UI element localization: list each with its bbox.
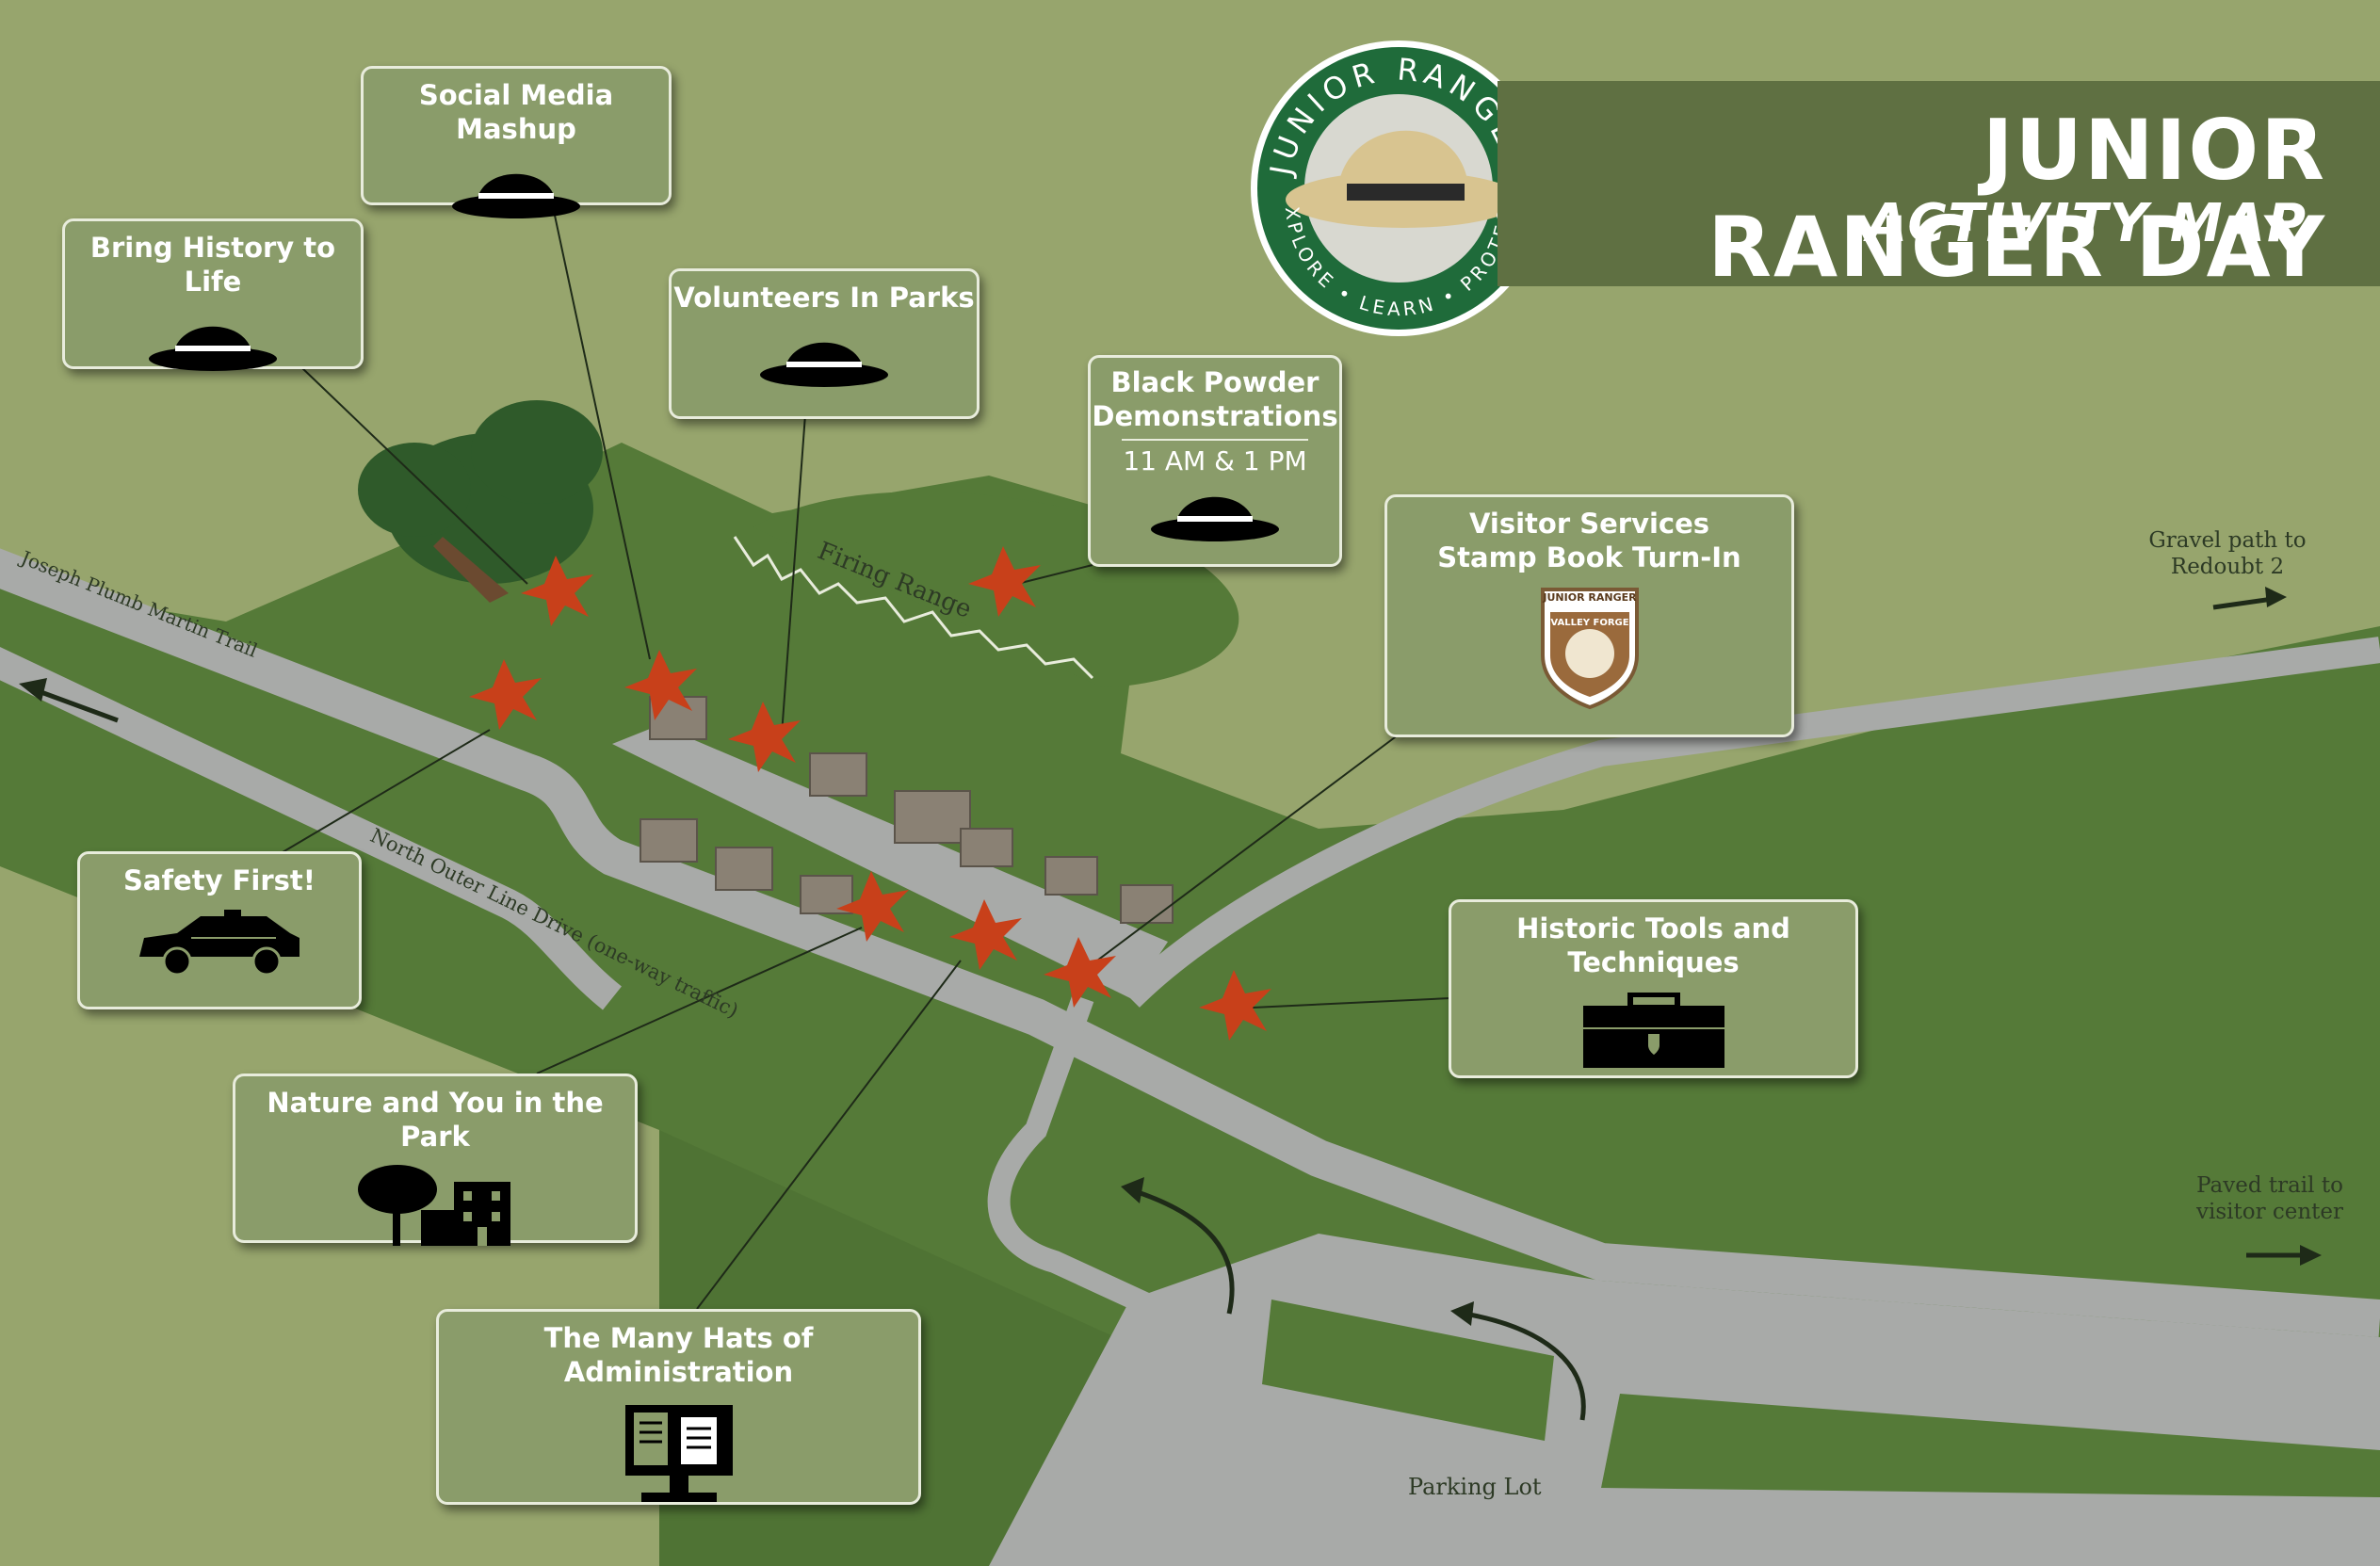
direction-arrows: [19, 587, 2322, 1421]
star-marker: [1199, 970, 1271, 1041]
demonstration-times: 11 AM & 1 PM: [1123, 445, 1307, 476]
tree-and-house-icon: [358, 1165, 510, 1246]
card-visitor-services: Visitor Services Stamp Book Turn-In JUNI…: [1384, 494, 1794, 737]
hut-street: [612, 725, 1168, 998]
junior-ranger-badge-icon: JUNIOR RANGER VALLEY FORGE: [1540, 588, 1639, 710]
leader-lines: [282, 197, 1451, 1310]
card-bring-history-to-life: Bring History to Life: [62, 218, 364, 371]
title-band: [1498, 81, 2380, 286]
ranger-hat-icon: [760, 342, 888, 387]
card-historic-tools: Historic Tools and Techniques: [1449, 899, 1858, 1078]
toolbox-icon: [1582, 993, 1724, 1068]
card-many-hats-administration: The Many Hats of Administration: [436, 1309, 921, 1505]
ranger-hat-icon: [452, 173, 580, 218]
badge-mid-text: VALLEY FORGE: [1550, 618, 1628, 628]
star-marker: [836, 871, 909, 942]
loop-road: [987, 993, 1183, 1329]
star-marker: [624, 650, 697, 720]
tree-icon: [358, 400, 603, 603]
star-marker: [521, 556, 593, 626]
card-volunteers-in-parks: Volunteers In Parks: [669, 268, 980, 419]
parking-label: Parking Lot: [1408, 1474, 1542, 1500]
computer-monitor-icon: [624, 1405, 733, 1502]
ranger-hat-icon: [1286, 130, 1521, 228]
left-arrow-head: [19, 678, 47, 702]
card-nature-and-you: Nature and You in the Park: [233, 1074, 638, 1246]
gravel-path-label: Gravel path to Redoubt 2: [2148, 528, 2307, 579]
curved-arrow-icon: [1134, 1188, 1235, 1315]
divider: [1122, 439, 1308, 441]
firing-range-line: [733, 536, 1094, 680]
card-safety-first: Safety First!: [77, 851, 362, 1009]
star-marker: [1044, 937, 1116, 1008]
police-car-icon: [139, 910, 300, 977]
activity-stars: [469, 546, 1271, 1041]
badge-top-text: JUNIOR RANGER: [1542, 591, 1637, 604]
star-marker: [949, 899, 1022, 970]
curved-arrow-icon-2: [1464, 1311, 1586, 1421]
star-marker: [968, 546, 1041, 617]
paved-trail-label: Paved trail to visitor center: [2195, 1173, 2344, 1224]
page-subtitle: ACTIVITY MAP: [1866, 193, 2307, 254]
card-black-powder-demonstrations: Black Powder Demonstrations 11 AM & 1 PM: [1088, 355, 1342, 567]
left-road: [0, 647, 623, 1010]
outer-line-drive-road: [0, 548, 2380, 1337]
ranger-hat-icon: [149, 326, 277, 371]
star-marker: [469, 659, 542, 730]
star-marker: [728, 702, 801, 772]
gravel-path-road: [1121, 637, 2380, 1008]
card-social-media-mashup: Social Media Mashup: [361, 66, 672, 218]
ranger-hat-icon: [1151, 496, 1279, 541]
parking-island-1: [1262, 1300, 1554, 1441]
page-title: JUNIOR RANGER DAY: [1708, 102, 2326, 296]
parking-island-2: [1601, 1394, 2380, 1497]
